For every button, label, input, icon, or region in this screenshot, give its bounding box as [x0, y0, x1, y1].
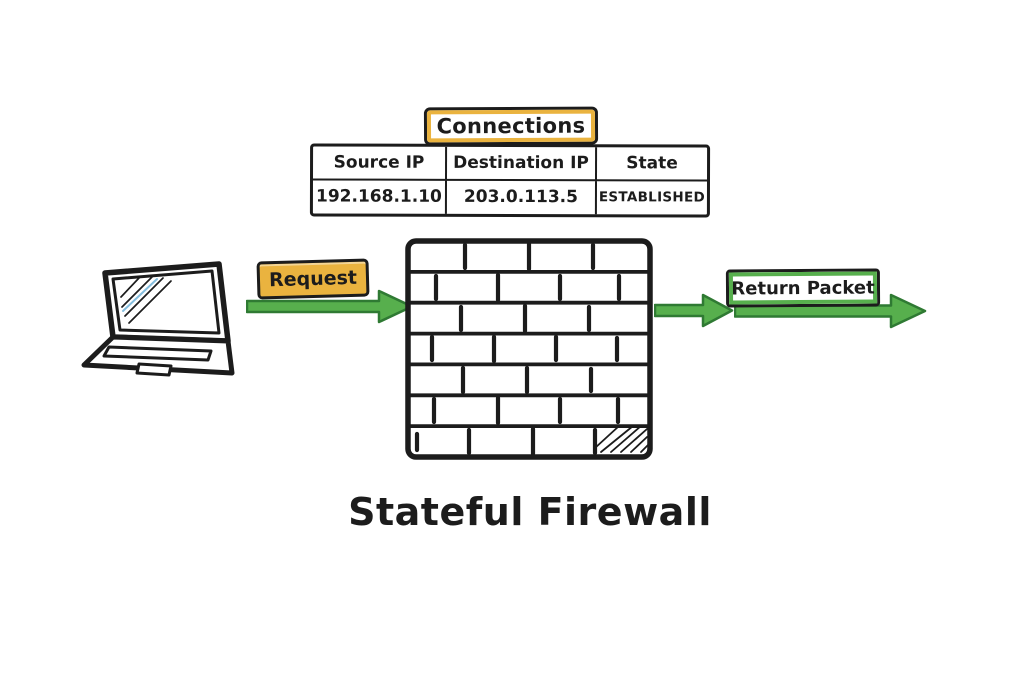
connections-title-box: Connections [423, 106, 599, 146]
return-packet-label-box: Return Packet [725, 268, 881, 308]
column-header-destination-ip: Destination IP [447, 146, 598, 181]
connections-table: Source IP Destination IP State 192.168.1… [309, 143, 711, 218]
table-cell-source-ip: 192.168.1.10 [312, 179, 448, 214]
laptop-icon [81, 261, 235, 377]
return-arrow-in-icon [654, 293, 734, 328]
request-arrow-icon [246, 289, 414, 324]
table-cell-state: ESTABLISHED [598, 189, 706, 206]
request-label: Request [256, 258, 370, 300]
table-cell-destination-ip: 203.0.113.5 [446, 180, 597, 215]
column-header-source-ip: Source IP [313, 146, 448, 181]
firewall-brick-wall-icon [405, 238, 653, 460]
return-arrow-out-icon [734, 293, 927, 329]
column-header-state: State [596, 147, 708, 182]
return-packet-label: Return Packet [728, 271, 878, 305]
diagram-caption: Stateful Firewall [348, 490, 712, 534]
connections-title-label: Connections [426, 109, 596, 143]
